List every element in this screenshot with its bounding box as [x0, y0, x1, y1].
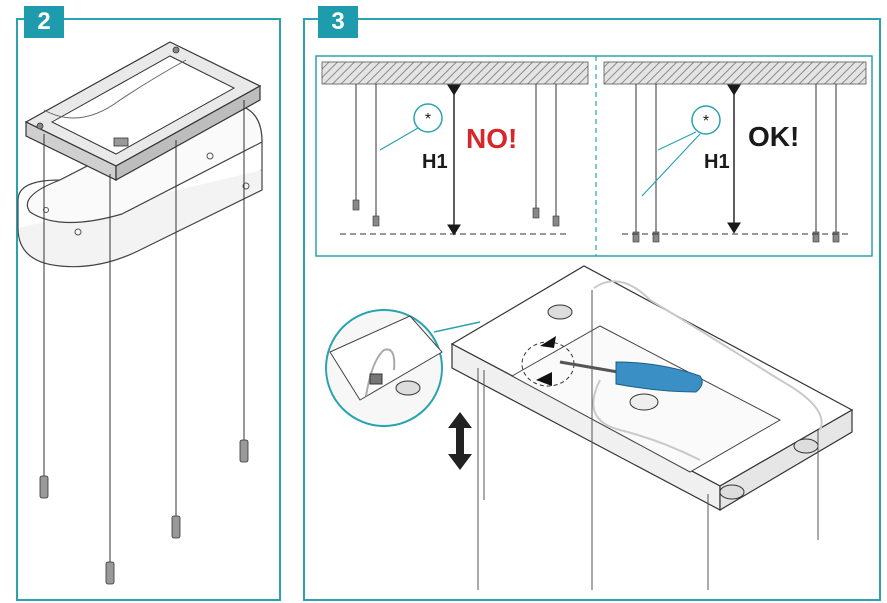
- screwdriver-icon: [559, 360, 703, 393]
- note-marker-circle-left: [413, 103, 443, 133]
- ceiling-hatch-right: [603, 61, 867, 85]
- height-label-right: H1: [704, 151, 730, 173]
- note-marker-left: *: [425, 111, 431, 128]
- cable-grippers: [39, 439, 249, 585]
- step-3-lamp-drawing: [325, 265, 854, 590]
- verdict-no: NO!: [466, 123, 517, 154]
- step-3-badge: 3: [318, 6, 358, 38]
- note-marker-circle-right: [691, 105, 721, 135]
- height-label-left: H1: [422, 151, 448, 173]
- mounting-frame: [24, 41, 262, 182]
- comparison-box: [315, 55, 873, 257]
- step-2-drawing: [17, 41, 263, 585]
- ceiling-hatch-left: [321, 61, 589, 85]
- correct-installation-diagram: * H1 OK!: [603, 61, 867, 243]
- detail-callout: [325, 309, 481, 427]
- verdict-ok: OK!: [748, 121, 799, 152]
- adjust-height-arrow: [448, 412, 472, 470]
- step-2-panel: [16, 18, 281, 601]
- suspension-cables: [43, 100, 245, 562]
- note-marker-right: *: [703, 113, 709, 130]
- step-3-panel: [303, 18, 881, 601]
- step-2-badge: 2: [24, 6, 64, 38]
- wrong-installation-diagram: * H1 NO!: [321, 61, 589, 236]
